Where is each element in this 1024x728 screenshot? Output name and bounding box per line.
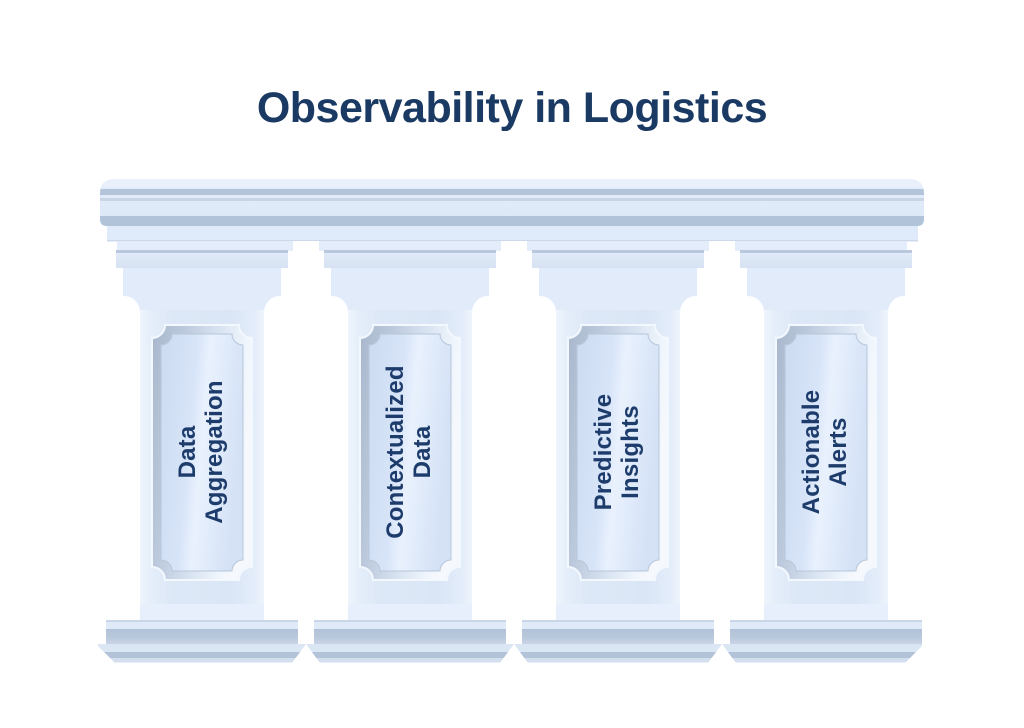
pillar-label-data-aggregation: Data Aggregation	[174, 380, 228, 524]
base-stylobate	[98, 644, 922, 663]
pillar-label-actionable-alerts: Actionable Alerts	[798, 389, 852, 515]
diagram-title: Observability in Logistics	[256, 84, 768, 132]
pillar-label-contextualized-data: Contextualized Data	[382, 365, 436, 539]
pillar-label-predictive-insights: Predictive Insights	[590, 393, 644, 511]
entablature	[100, 179, 924, 252]
